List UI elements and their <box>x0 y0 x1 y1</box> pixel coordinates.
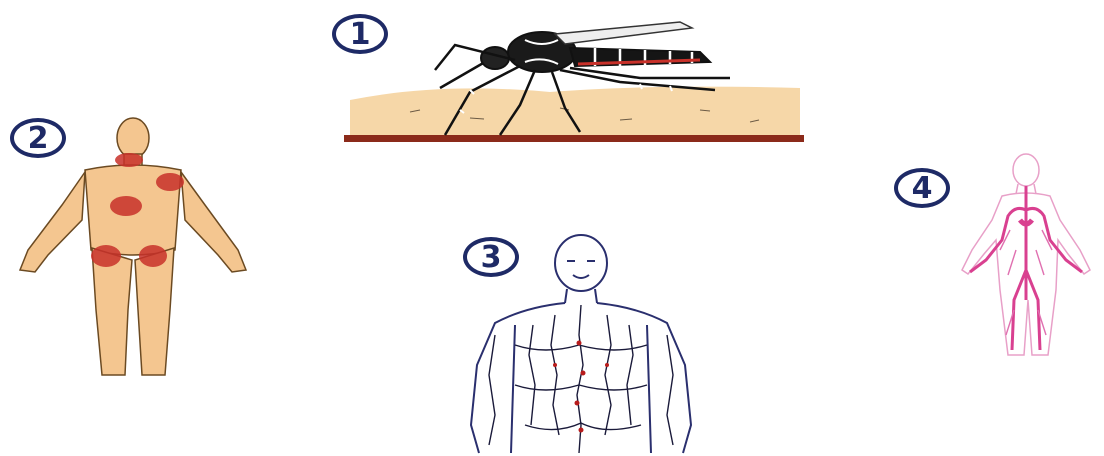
step-2-panel: 2 <box>0 110 260 390</box>
body-right-arm <box>181 172 246 272</box>
lymphatic-body-illustration <box>455 225 715 456</box>
circulatory-body-illustration <box>890 150 1104 365</box>
mosquito-wing <box>555 22 692 44</box>
rash-body-illustration <box>0 110 260 390</box>
body-head <box>117 118 149 158</box>
mosquito-bite-illustration <box>320 0 820 160</box>
step-4-panel: 4 <box>890 150 1104 365</box>
body-left-arm <box>20 172 85 272</box>
mosquito-proboscis <box>440 62 485 88</box>
body-right-leg <box>135 248 174 375</box>
body-left-leg <box>92 248 132 375</box>
lymph-head <box>555 235 607 291</box>
lymph-face <box>567 261 595 278</box>
step-3-panel: 3 <box>455 225 715 456</box>
step-1-panel: 1 <box>320 0 820 160</box>
ground-line <box>344 135 804 142</box>
